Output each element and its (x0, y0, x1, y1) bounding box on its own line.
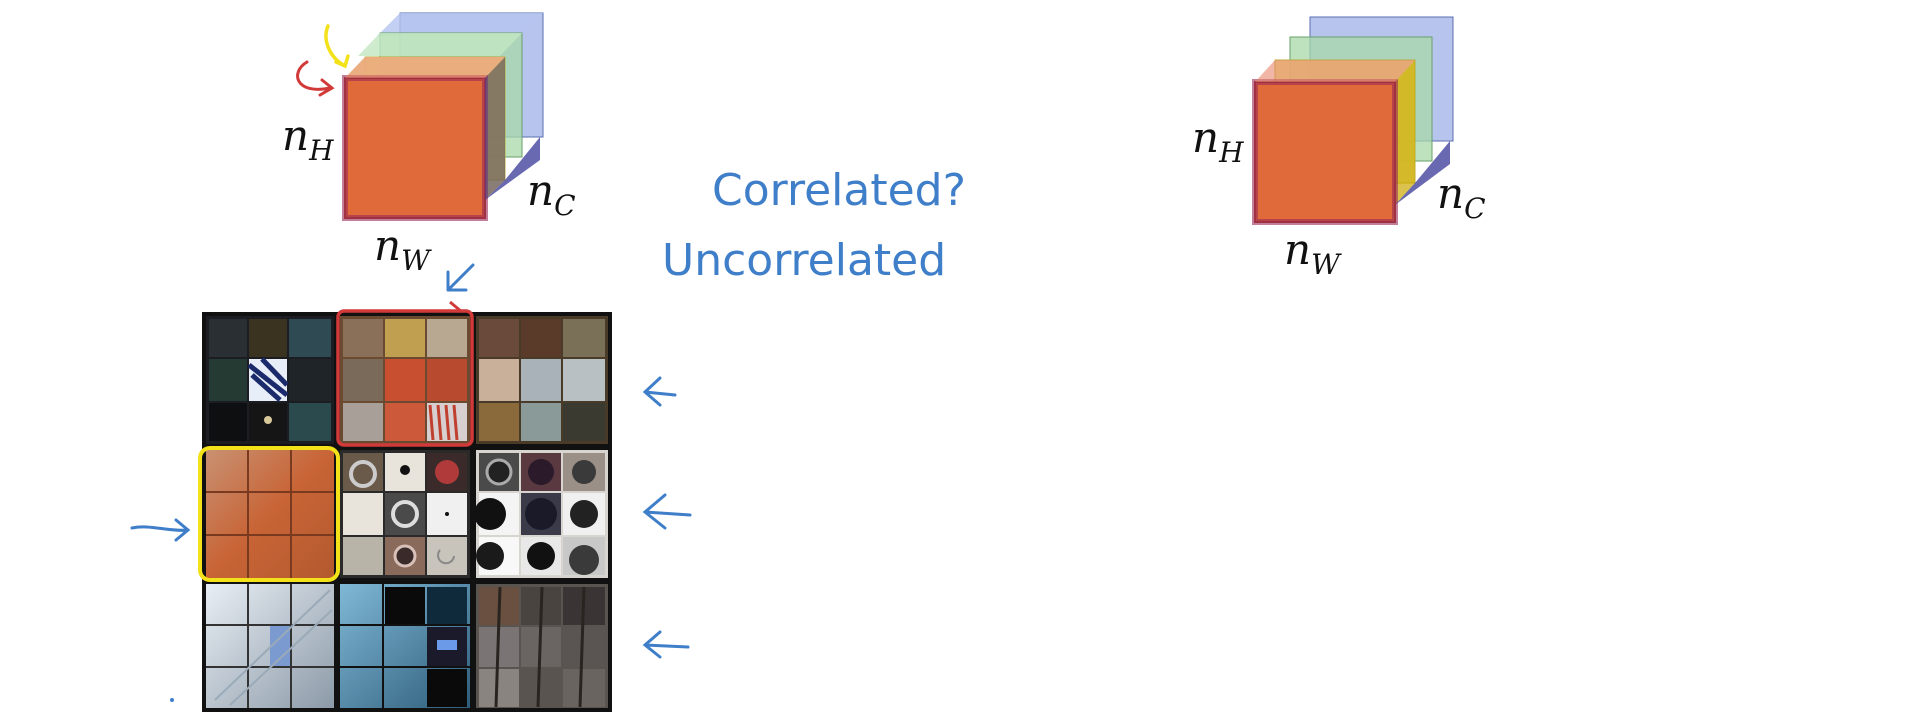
block-r2c2 (340, 450, 470, 578)
block-r3c1 (206, 584, 334, 708)
yellow-highlight-box (198, 446, 340, 582)
red-curved-arrow (296, 60, 335, 97)
label-nh-right: nH (1192, 113, 1244, 169)
label-nw-right: nW (1284, 225, 1342, 281)
arrow-row2 (642, 493, 692, 530)
note-correlated: Correlated? (712, 165, 966, 216)
yellow-curved-arrow (324, 24, 350, 69)
block-r1c3 (476, 316, 608, 444)
stray-dot (170, 698, 174, 702)
label-nc-left: nC (527, 166, 576, 222)
label-nh-left: nH (282, 111, 334, 167)
blue-arrows (130, 376, 692, 659)
label-nc-right: nC (1437, 169, 1486, 225)
arrow-left-to-yellow (130, 518, 191, 542)
volume-left: nH nC nW (282, 12, 576, 277)
volume-right: nH nC nW (1192, 16, 1486, 281)
channel-orange (342, 57, 540, 221)
block-r2c3 (474, 450, 608, 578)
block-r2c1 (206, 450, 334, 578)
block-r3c2 (340, 584, 470, 708)
red-highlight-box (336, 309, 474, 447)
arrow-row1 (642, 376, 677, 407)
arrow-down-to-red-box (446, 263, 475, 292)
label-nw-left: nW (374, 221, 432, 277)
texture-grid (198, 300, 612, 712)
block-r1c2 (340, 316, 470, 444)
arrow-row3 (642, 630, 690, 659)
block-r1c1 (206, 316, 334, 444)
block-r3c3 (476, 584, 608, 708)
note-uncorrelated: Uncorrelated (662, 235, 946, 286)
